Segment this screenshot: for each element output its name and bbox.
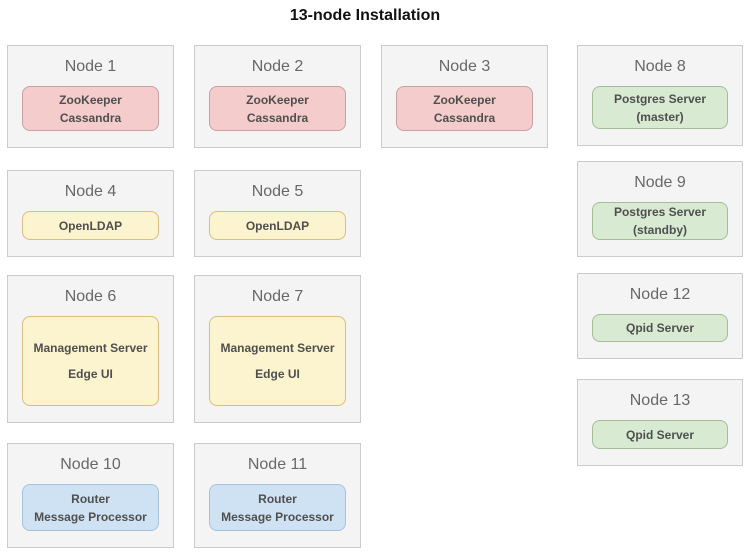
- node-title: Node 13: [629, 392, 691, 409]
- component-label: Qpid Server: [625, 321, 695, 335]
- node-component-box: OpenLDAP: [22, 211, 159, 240]
- node-box-node-8: Node 8 Postgres Server (master): [577, 45, 743, 146]
- component-label: Management Server: [220, 341, 335, 355]
- component-label: (standby): [633, 223, 687, 237]
- component-label: Router: [71, 491, 110, 506]
- node-component-box: OpenLDAP: [209, 211, 346, 240]
- node-title: Node 1: [64, 58, 117, 75]
- component-label: Postgres Server: [613, 91, 707, 106]
- component-label: Cassandra: [59, 110, 122, 125]
- node-component-box: Qpid Server: [592, 314, 728, 342]
- component-label: OpenLDAP: [58, 218, 123, 233]
- node-title: Node 9: [634, 174, 686, 191]
- node-component-box: Qpid Server: [592, 420, 728, 449]
- component-label: Message Processor: [221, 509, 334, 524]
- node-title: Node 4: [64, 183, 117, 200]
- node-box-node-4: Node 4 OpenLDAP: [7, 170, 174, 257]
- component-label: Cassandra: [246, 110, 309, 125]
- component-label: Cassandra: [433, 110, 496, 125]
- component-label: Router: [258, 491, 297, 506]
- component-label: Management Server: [33, 341, 148, 355]
- component-label: (master): [636, 109, 684, 124]
- node-box-node-12: Node 12 Qpid Server: [577, 273, 743, 359]
- component-label: Postgres Server: [613, 205, 707, 219]
- node-box-node-9: Node 9 Postgres Server (standby): [577, 161, 743, 257]
- node-title: Node 7: [251, 288, 304, 305]
- component-label: ZooKeeper: [433, 92, 496, 107]
- node-title: Node 8: [634, 58, 686, 75]
- node-title: Node 12: [629, 286, 691, 303]
- node-box-node-5: Node 5 OpenLDAP: [194, 170, 361, 257]
- component-label: Edge UI: [68, 367, 113, 381]
- component-label: Qpid Server: [625, 427, 695, 442]
- node-title: Node 6: [64, 288, 117, 305]
- node-component-box: Postgres Server (master): [592, 86, 728, 129]
- component-label: ZooKeeper: [59, 92, 122, 107]
- node-title: Node 5: [251, 183, 304, 200]
- component-label: Edge UI: [255, 367, 300, 381]
- node-title: Node 10: [60, 456, 121, 473]
- component-label: OpenLDAP: [245, 218, 310, 233]
- component-label: ZooKeeper: [246, 92, 309, 107]
- component-label: Message Processor: [34, 509, 147, 524]
- node-title: Node 3: [438, 58, 491, 75]
- node-title: Node 2: [251, 58, 304, 75]
- node-component-box: Postgres Server (standby): [592, 202, 728, 240]
- page-title: 13-node Installation: [289, 7, 441, 24]
- node-box-node-13: Node 13 Qpid Server: [577, 379, 743, 466]
- node-title: Node 11: [247, 456, 308, 473]
